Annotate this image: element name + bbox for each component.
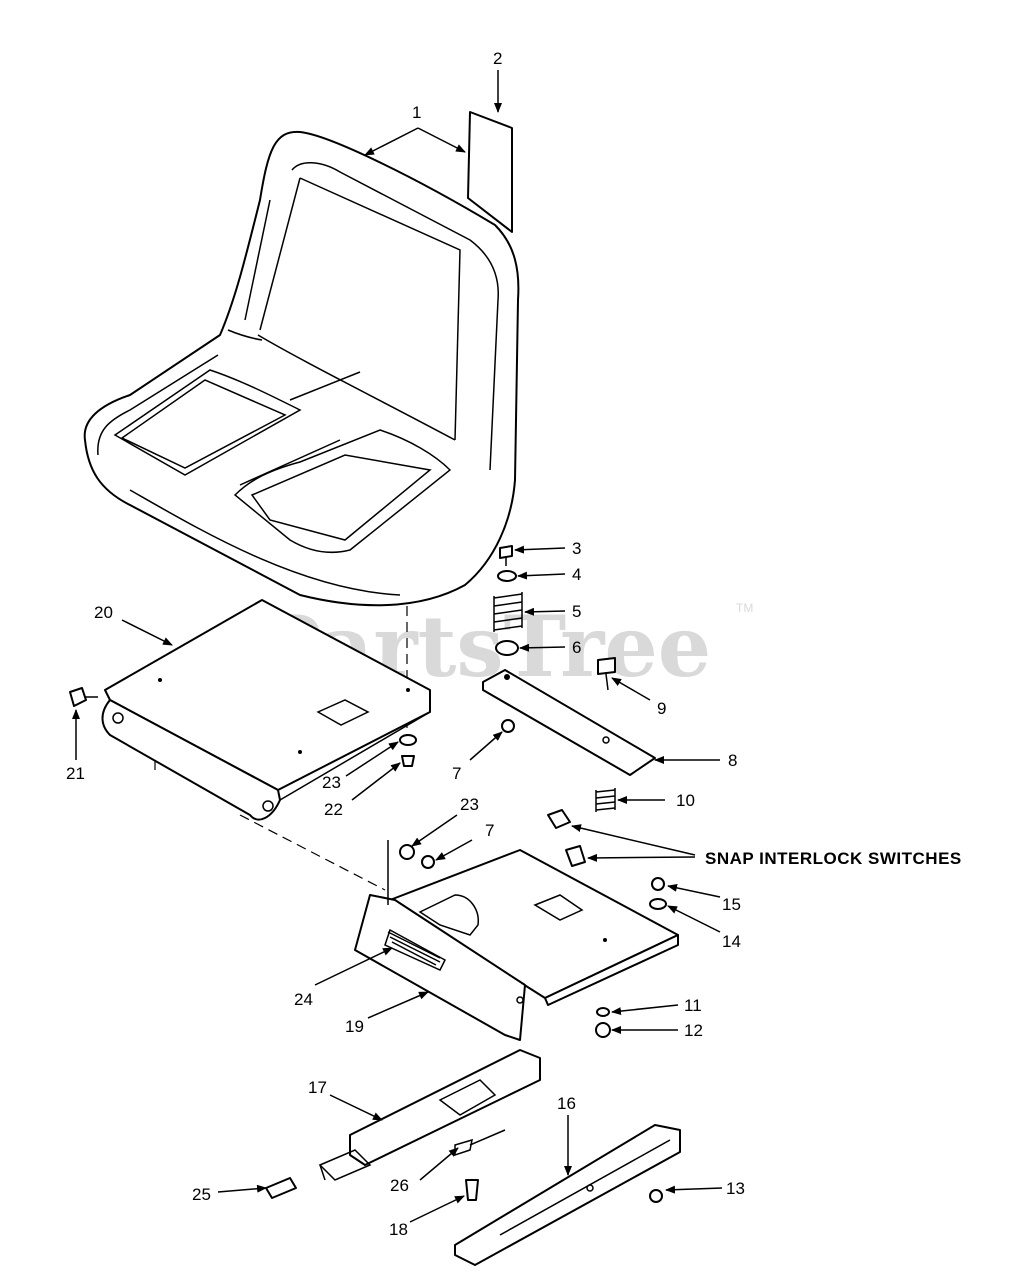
callout-9: 9 — [657, 699, 666, 718]
part-23-washer — [399, 734, 417, 746]
snap-interlock-switch — [565, 845, 586, 867]
part-26-spring — [454, 1129, 506, 1157]
snap-interlock-switches-note: SNAP INTERLOCK SWITCHES — [705, 849, 962, 868]
callout-24: 24 — [294, 990, 313, 1009]
callout-4: 4 — [572, 565, 581, 584]
callout-3: 3 — [572, 539, 581, 558]
part-4-washer — [497, 570, 517, 582]
callout-5: 5 — [572, 602, 581, 621]
callout-20: 20 — [94, 603, 113, 622]
callout-19: 19 — [345, 1017, 364, 1036]
callout-15: 15 — [722, 895, 741, 914]
part-12-nut — [595, 1022, 611, 1038]
callout-18: 18 — [389, 1220, 408, 1239]
part-5-spring — [493, 592, 523, 632]
callout-25: 25 — [192, 1185, 211, 1204]
callout-2: 2 — [493, 49, 502, 68]
part-11-washer — [596, 1007, 610, 1017]
callout-23: 23 — [460, 795, 479, 814]
callout-17: 17 — [308, 1078, 327, 1097]
callout-16: 16 — [557, 1094, 576, 1113]
part-1-seat — [83, 130, 520, 607]
callout-1: 1 — [412, 103, 421, 122]
callout-7: 7 — [485, 821, 494, 840]
part-23-washer — [399, 844, 415, 860]
part-19-seat-frame — [354, 840, 679, 1041]
part-16-seat-track — [454, 1124, 681, 1266]
callout-10: 10 — [676, 791, 695, 810]
callout-8: 8 — [728, 751, 737, 770]
part-21-bolt — [69, 687, 98, 707]
part-25-handle-grip — [265, 1177, 297, 1199]
alignment-line — [239, 814, 386, 891]
part-20-seat-plate — [101, 599, 431, 821]
leader-lines — [72, 70, 723, 1223]
callout-12: 12 — [684, 1021, 703, 1040]
snap-interlock-switch — [547, 809, 571, 829]
part-15-nut — [651, 877, 665, 891]
callout-23: 23 — [322, 773, 341, 792]
callout-11: 11 — [684, 996, 702, 1015]
part-24-spring — [387, 931, 441, 966]
part-14-washer — [649, 898, 667, 910]
part-13-screw — [649, 1189, 663, 1203]
part-17-seat-track — [318, 1049, 541, 1181]
part-9-bolt — [597, 657, 616, 691]
callout-13: 13 — [726, 1179, 745, 1198]
part-10-spring — [595, 788, 616, 812]
callout-14: 14 — [722, 932, 741, 951]
callout-7: 7 — [452, 764, 461, 783]
part-7-nut — [501, 719, 515, 733]
callout-26: 26 — [390, 1176, 409, 1195]
part-2-decal — [467, 111, 513, 233]
part-18-bolt — [465, 1179, 479, 1201]
callout-6: 6 — [572, 638, 581, 657]
part-3-bolt — [499, 545, 513, 566]
part-8-bracket — [482, 669, 656, 776]
callout-21: 21 — [66, 764, 85, 783]
callout-labels: 1 2 3 4 5 6 7 7 8 9 10 11 12 13 14 15 16… — [66, 49, 962, 1239]
callout-22: 22 — [324, 800, 343, 819]
part-7-nut — [421, 855, 435, 869]
part-6-spacer — [495, 640, 519, 656]
part-22-screw — [401, 755, 415, 767]
watermark-trademark: TM — [736, 601, 753, 615]
